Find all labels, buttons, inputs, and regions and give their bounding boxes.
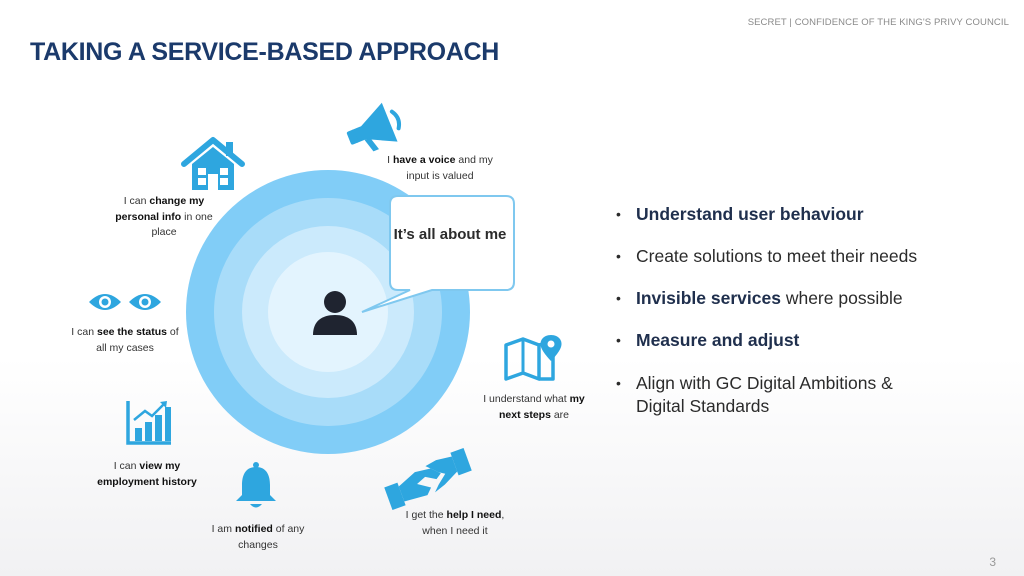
bubble-text: It’s all about me [393,226,507,243]
caption-personal-info: I can change my personal info in one pla… [115,195,213,238]
caption-employment: I can view my employment history [97,460,197,488]
caption-voice: I have a voice and my input is valued [387,154,493,182]
bullet-item: • Invisible services where possible [616,288,903,308]
eyes-icon [89,294,161,310]
ring-inner [268,252,388,372]
megaphone-icon [346,102,402,152]
house-icon [181,137,245,190]
caption-status: I can see the status of all my cases [71,326,179,354]
bullet-item: • Measure and adjust [616,330,800,350]
bullet-item: • Create solutions to meet their needs [616,246,918,266]
classification-label: SECRET | CONFIDENCE OF THE KING'S PRIVY … [747,17,1009,28]
speech-bubble [361,195,515,313]
person-icon [313,291,357,335]
page-number: 3 [989,555,996,569]
caption-next-steps: I understand what my next steps are [483,393,585,421]
caption-notified: I am notified of any changes [211,523,305,551]
bullet-item: • Understand user behaviour [616,204,864,224]
map-pin-icon [504,335,562,381]
page-title: TAKING A SERVICE-BASED APPROACH [30,38,499,66]
handshake-icon [384,448,472,510]
bar-chart-icon [126,401,171,445]
bell-icon [236,462,276,508]
bullet-item: • Align with GC Digital Ambitions & Digi… [616,373,893,416]
caption-help: I get the help I need, when I need it [405,509,505,537]
